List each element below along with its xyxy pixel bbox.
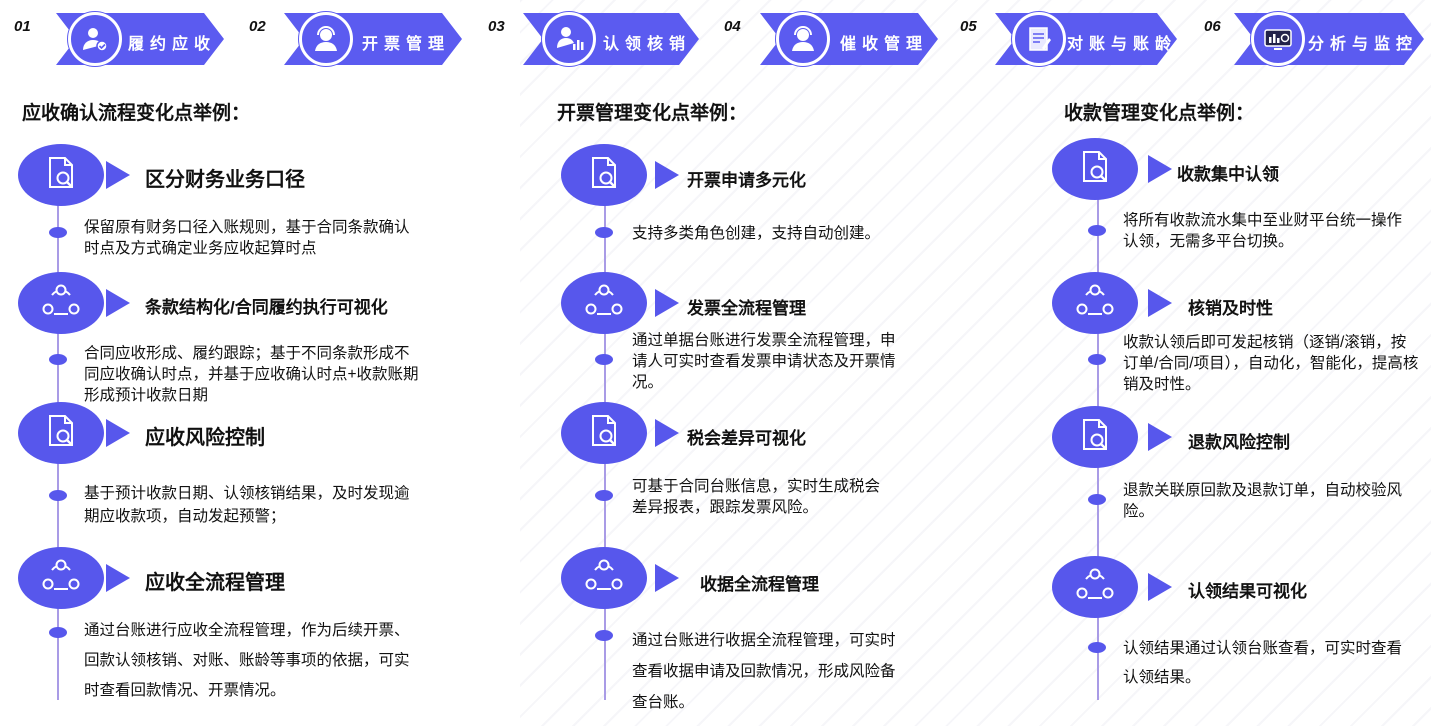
document-search-icon (584, 411, 624, 456)
item-icon-circle (1052, 138, 1138, 200)
nav-step-label: 催收管理 (840, 36, 929, 53)
nav-step-label: 认领核销 (603, 36, 692, 53)
item-description: 支持多类角色创建，支持自动创建。 (632, 225, 881, 242)
share-network-icon (1073, 565, 1117, 610)
pointer-arrow (655, 289, 679, 317)
step-number: 05 (960, 18, 977, 35)
item-icon-circle (1052, 406, 1138, 468)
document-search-icon (41, 411, 81, 456)
item-description: 可基于合同台账信息，实时生成税会差异报表，跟踪发票风险。 (632, 478, 881, 516)
timeline-dot (1088, 354, 1106, 365)
step-number: 01 (14, 18, 31, 35)
user-chart-icon (542, 12, 596, 66)
item-icon-circle (1052, 556, 1138, 618)
pointer-arrow (106, 161, 130, 189)
document-edit-icon (1012, 12, 1066, 66)
share-network-icon (582, 556, 626, 601)
share-network-icon (582, 281, 626, 326)
share-network-icon (39, 281, 83, 326)
document-search-icon (1075, 415, 1115, 460)
item-heading: 收款集中认领 (1177, 165, 1279, 184)
timeline-dot (49, 627, 67, 638)
document-search-icon (41, 153, 81, 198)
pointer-arrow (1148, 289, 1172, 317)
timeline-dot (49, 227, 67, 238)
timeline-dot (595, 490, 613, 501)
item-icon-circle (18, 402, 104, 464)
item-icon-circle (18, 144, 104, 206)
column-title: 应收确认流程变化点举例： (22, 103, 251, 124)
share-network-icon (39, 556, 83, 601)
item-description: 通过台账进行应收全流程管理，作为后续开票、回款认领核销、对账、账龄等事项的依据，… (84, 622, 410, 699)
nav-step-label: 对账与账龄 (1067, 36, 1178, 53)
timeline-dot (49, 354, 67, 365)
item-description: 将所有收款流水集中至业财平台统一操作认领，无需多平台切换。 (1123, 212, 1403, 250)
item-description: 基于预计收款日期、认领核销结果，及时发现逾期应收款项，自动发起预警； (84, 485, 410, 525)
item-heading: 条款结构化/合同履约执行可视化 (145, 298, 388, 317)
item-icon-circle (1052, 272, 1138, 334)
item-heading: 区分财务业务口径 (145, 169, 305, 191)
item-heading: 应收全流程管理 (145, 572, 285, 594)
item-heading: 开票申请多元化 (687, 171, 806, 190)
nav-step-label: 开票管理 (362, 36, 451, 53)
headset-user-icon (299, 12, 353, 66)
step-number: 06 (1204, 18, 1221, 35)
step-number: 02 (249, 18, 266, 35)
document-search-icon (1075, 147, 1115, 192)
nav-step-label: 分析与监控 (1308, 36, 1419, 53)
pointer-arrow (106, 564, 130, 592)
item-heading: 应收风险控制 (145, 427, 265, 449)
item-heading: 核销及时性 (1188, 299, 1273, 318)
item-description: 通过单据台账进行发票全流程管理，申请人可实时查看发票申请状态及开票情况。 (632, 332, 896, 391)
timeline-dot (49, 490, 67, 501)
item-icon-circle (18, 547, 104, 609)
timeline-dot (595, 227, 613, 238)
pointer-arrow (1148, 155, 1172, 183)
item-heading: 收据全流程管理 (700, 575, 819, 594)
timeline-dot (1088, 642, 1106, 653)
pointer-arrow (1148, 573, 1172, 601)
item-description: 通过台账进行收据全流程管理，可实时查看收据申请及回款情况，形成风险备查台账。 (632, 632, 896, 711)
pointer-arrow (655, 564, 679, 592)
item-icon-circle (561, 272, 647, 334)
step-number: 03 (488, 18, 505, 35)
share-network-icon (1073, 281, 1117, 326)
item-icon-circle (561, 402, 647, 464)
nav-step-label: 履约应收 (128, 36, 217, 53)
timeline-dot (1088, 225, 1106, 236)
pointer-arrow (106, 419, 130, 447)
item-description: 收款认领后即可发起核销（逐销/滚销，按订单/合同/项目），自动化，智能化，提高核… (1123, 334, 1419, 393)
column-title: 开票管理变化点举例： (557, 103, 748, 124)
column-title: 收款管理变化点举例： (1064, 103, 1255, 124)
item-icon-circle (561, 144, 647, 206)
pointer-arrow (106, 289, 130, 317)
item-description: 认领结果通过认领台账查看，可实时查看认领结果。 (1123, 640, 1403, 686)
item-heading: 发票全流程管理 (687, 299, 806, 318)
document-search-icon (584, 153, 624, 198)
item-description: 合同应收形成、履约跟踪；基于不同条款形成不同应收确认时点，并基于应收确认时点+收… (84, 345, 419, 404)
item-description: 退款关联原回款及退款订单，自动校验风险。 (1123, 482, 1403, 520)
pointer-arrow (655, 161, 679, 189)
pointer-arrow (1148, 423, 1172, 451)
monitor-analytics-icon (1251, 12, 1305, 66)
item-heading: 退款风险控制 (1188, 433, 1290, 452)
item-icon-circle (561, 547, 647, 609)
item-heading: 税会差异可视化 (687, 429, 806, 448)
item-description: 保留原有财务口径入账规则，基于合同条款确认时点及方式确定业务应收起算时点 (84, 219, 410, 257)
item-heading: 认领结果可视化 (1188, 582, 1307, 601)
timeline-dot (1088, 494, 1106, 505)
pointer-arrow (655, 419, 679, 447)
user-check-icon (68, 12, 122, 66)
timeline-dot (595, 354, 613, 365)
step-number: 04 (724, 18, 741, 35)
headset-user-icon (776, 12, 830, 66)
item-icon-circle (18, 272, 104, 334)
timeline-dot (595, 630, 613, 641)
